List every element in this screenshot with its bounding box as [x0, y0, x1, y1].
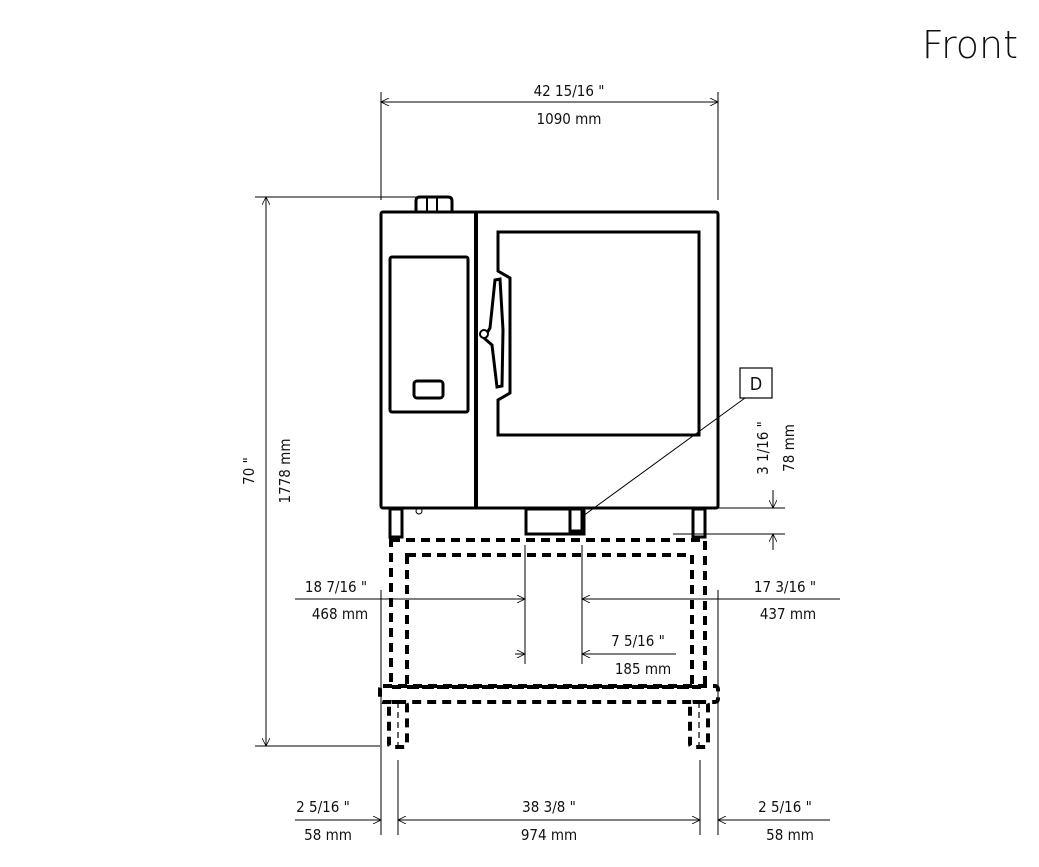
detail-marker-label: D — [750, 374, 762, 395]
overall-width-imperial: 42 15/16 " — [534, 82, 605, 100]
display — [412, 379, 445, 400]
extension-lines — [255, 92, 785, 835]
leg-span-metric: 974 mm — [521, 826, 577, 844]
dimension-lines — [266, 102, 840, 820]
detail-marker-box — [739, 367, 773, 399]
top-vent — [414, 195, 454, 212]
left-offset-metric: 468 mm — [312, 605, 368, 623]
right-leg-metric: 58 mm — [766, 826, 814, 844]
control-panel — [388, 255, 470, 414]
right-offset-metric: 437 mm — [760, 605, 816, 623]
stand — [378, 538, 720, 749]
oven-unit — [379, 195, 720, 539]
overall-width-metric: 1090 mm — [537, 110, 602, 128]
center-gap-imperial: 7 5/16 " — [611, 632, 665, 650]
center-gap-metric: 185 mm — [615, 660, 671, 678]
left-leg-imperial: 2 5/16 " — [296, 798, 350, 816]
overall-height-metric: 1778 mm — [276, 439, 294, 504]
overall-height-imperial: 70 " — [240, 457, 258, 485]
left-leg-metric: 58 mm — [304, 826, 352, 844]
drain-box — [524, 507, 586, 536]
door-window — [496, 230, 701, 437]
drain-outlet — [568, 507, 584, 533]
right-offset-imperial: 17 3/16 " — [754, 578, 816, 596]
left-offset-imperial: 18 7/16 " — [305, 578, 367, 596]
view-title: Front — [922, 23, 1018, 67]
leg-span-imperial: 38 3/8 " — [522, 798, 576, 816]
drain-height-metric: 78 mm — [780, 424, 798, 472]
drain-height-imperial: 3 1/16 " — [754, 421, 772, 475]
right-leg-imperial: 2 5/16 " — [758, 798, 812, 816]
